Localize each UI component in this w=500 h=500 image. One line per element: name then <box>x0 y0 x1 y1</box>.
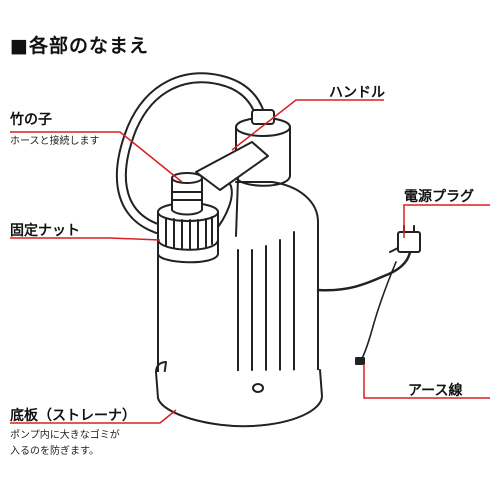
label-handle: ハンドル <box>329 85 385 101</box>
leader-strainer <box>10 409 177 424</box>
leader-handle <box>231 99 384 151</box>
leader-nut <box>10 237 161 241</box>
page-title: ■各部のなまえ <box>10 35 149 57</box>
label-takenoko: 竹の子 <box>10 112 52 128</box>
label-strainer: 底板（ストレーナ） <box>10 408 136 424</box>
desc-takenoko: ホースと接続します <box>10 136 100 147</box>
leader-takenoko <box>10 131 183 183</box>
label-power-plug: 電源プラグ <box>404 189 474 205</box>
earth-wire <box>359 261 397 363</box>
label-earth-wire: アース線 <box>408 383 463 399</box>
leader-plug <box>403 204 490 238</box>
leader-earth <box>363 364 490 399</box>
label-fixing-nut: 固定ナット <box>10 223 80 239</box>
desc-strainer-line1: ポンプ内に大きなゴミが <box>10 430 120 441</box>
power-cord <box>316 250 412 292</box>
hose-nozzle <box>171 177 203 216</box>
power-plug <box>397 231 421 253</box>
desc-strainer-line2: 入るのを防ぎます。 <box>10 446 99 457</box>
